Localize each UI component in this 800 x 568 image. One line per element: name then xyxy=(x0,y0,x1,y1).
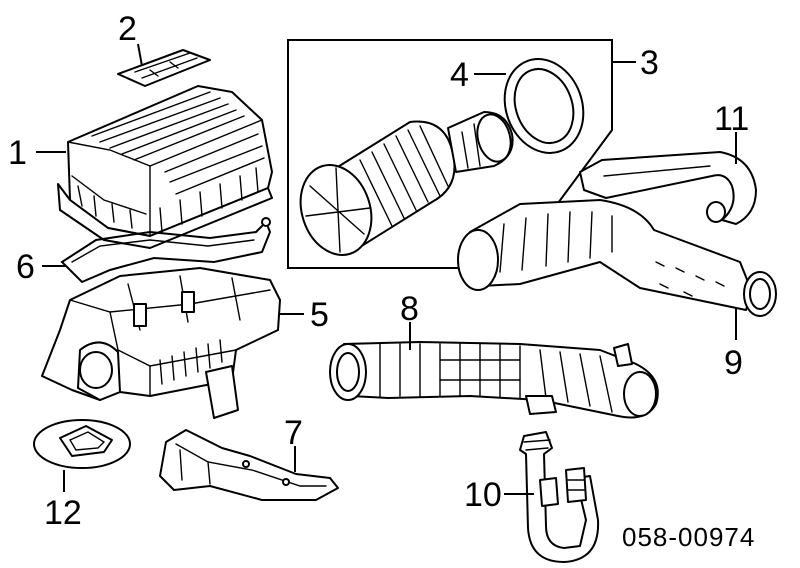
part-6-gasket xyxy=(60,217,272,284)
part-12-grommet xyxy=(33,419,131,469)
callout-7: 7 xyxy=(284,414,303,452)
callout-12: 12 xyxy=(44,494,82,532)
callout-3: 3 xyxy=(640,44,659,82)
callout-6: 6 xyxy=(16,248,35,286)
leader-2 xyxy=(137,43,143,67)
part-3-air-filter-box xyxy=(287,39,613,269)
part-1-air-cleaner-cover xyxy=(57,85,273,249)
callout-labels: 2 1 6 5 3 4 11 9 8 7 10 12 xyxy=(8,10,749,532)
part-8-intake-duct xyxy=(329,341,659,419)
part-2-sticker xyxy=(117,49,211,87)
callout-9: 9 xyxy=(724,344,743,382)
part-4-ring-seal xyxy=(503,58,585,154)
callout-11: 11 xyxy=(714,100,749,138)
callout-10: 10 xyxy=(464,476,502,514)
callout-1: 1 xyxy=(8,134,27,172)
part-10-vacuum-tube xyxy=(519,431,600,563)
part-9-air-intake-hose xyxy=(457,199,777,317)
callout-4: 4 xyxy=(450,56,469,94)
leader-lines xyxy=(36,43,737,495)
diagram-code: 058-00974 xyxy=(622,522,755,552)
part-11-resonator-duct xyxy=(579,151,757,225)
callout-2: 2 xyxy=(118,10,137,48)
part-7-bracket xyxy=(159,429,339,501)
callout-5: 5 xyxy=(310,296,329,334)
part-5-air-cleaner-housing xyxy=(41,267,281,419)
callout-8: 8 xyxy=(400,290,419,328)
